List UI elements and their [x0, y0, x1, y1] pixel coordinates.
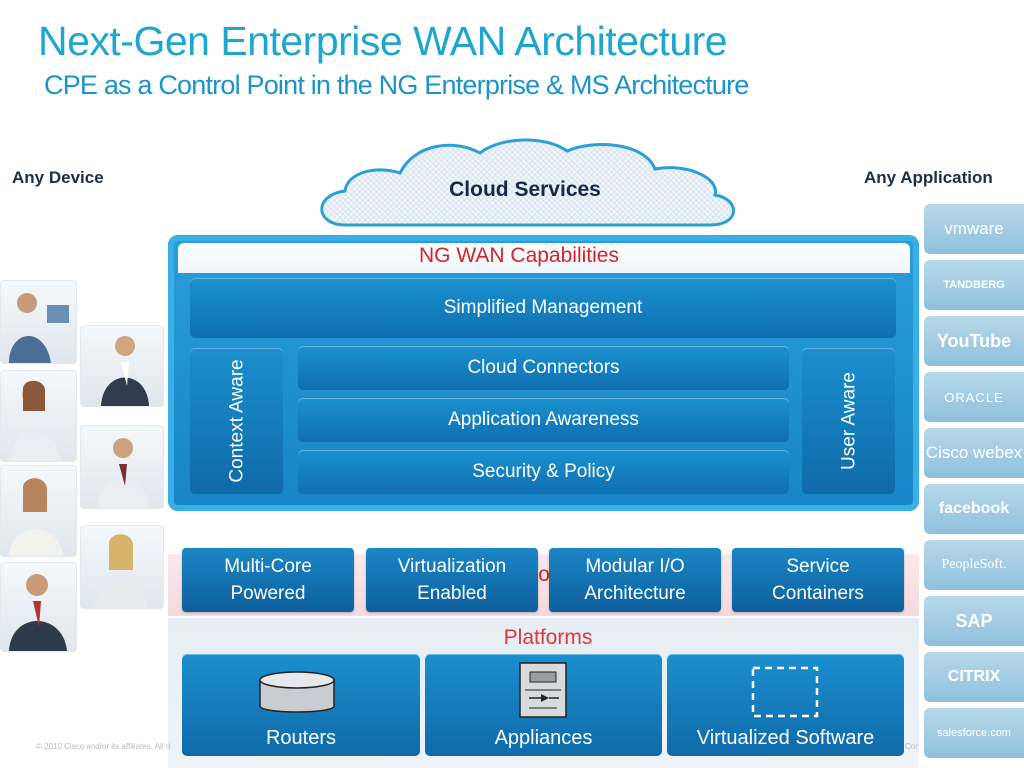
multi-core-powered-box: Multi-Core Powered: [182, 548, 354, 612]
application-logo-column: vmware TANDBERG YouTube ORACLE Cisco web…: [924, 200, 1024, 768]
webex-logo: Cisco webex: [924, 428, 1024, 478]
security-policy-label: Security & Policy: [472, 461, 615, 482]
security-policy-bar: Security & Policy: [298, 450, 789, 494]
user-aware-label: User Aware: [838, 372, 859, 470]
person-photo: [0, 562, 77, 652]
routers-label: Routers: [265, 727, 337, 749]
person-photo: [80, 425, 164, 509]
modular-io-architecture-label: Modular I/O Architecture: [584, 556, 686, 604]
cloud-services-label: Cloud Services: [449, 178, 601, 201]
facebook-logo: facebook: [924, 484, 1024, 534]
simplified-management-label: Simplified Management: [443, 297, 643, 318]
router-icon: [259, 671, 335, 713]
multi-core-powered-label: Multi-Core Powered: [224, 556, 312, 604]
cloud-shape: [320, 138, 735, 227]
virtualized-software-box: Virtualized Software: [667, 654, 904, 756]
appliances-label: Appliances: [494, 727, 593, 749]
citrix-logo: CITRIX: [924, 652, 1024, 702]
peoplesoft-logo: PeopleSoft.: [924, 540, 1024, 590]
slide-title: Next-Gen Enterprise WAN Architecture: [38, 18, 728, 64]
application-awareness-label: Application Awareness: [448, 409, 639, 430]
ng-wan-title: NG WAN Capabilities: [419, 244, 619, 267]
modular-io-architecture-box: Modular I/O Architecture: [549, 548, 721, 612]
device-people-collage: [0, 270, 170, 670]
oracle-logo: ORACLE: [924, 372, 1024, 422]
virtualized-software-label: Virtualized Software: [696, 727, 875, 749]
virtualization-enabled-label: Virtualization Enabled: [397, 556, 507, 604]
footer-fragment: Cor: [905, 742, 918, 751]
person-photo: [0, 465, 77, 557]
sap-logo: SAP: [924, 596, 1024, 646]
appliances-box: Appliances: [425, 654, 662, 756]
application-awareness-bar: Application Awareness: [298, 398, 789, 442]
context-aware-column: Context Aware: [190, 348, 283, 494]
person-photo: [0, 280, 77, 364]
cloud-connectors-bar: Cloud Connectors: [298, 346, 789, 390]
context-aware-label: Context Aware: [226, 359, 247, 483]
any-application-label: Any Application: [864, 168, 993, 187]
any-device-label: Any Device: [12, 168, 104, 187]
platforms-title: Platforms: [503, 626, 593, 649]
ng-wan-header-strip: [178, 243, 910, 273]
person-photo: [0, 370, 77, 462]
slide-subtitle: CPE as a Control Point in the NG Enterpr…: [44, 70, 749, 100]
youtube-logo: YouTube: [924, 316, 1024, 366]
salesforce-logo: salesforce.com: [924, 708, 1024, 758]
user-aware-column: User Aware: [802, 348, 895, 494]
routers-box: Routers: [182, 654, 420, 756]
person-photo: [80, 325, 164, 407]
virtualization-enabled-box: Virtualization Enabled: [366, 548, 538, 612]
tandberg-logo: TANDBERG: [924, 260, 1024, 310]
copyright-footer: © 2010 Cisco and/or its affiliates. All …: [36, 742, 171, 751]
appliance-icon: [519, 662, 567, 718]
vmware-logo: vmware: [924, 204, 1024, 254]
virtual-box-icon: [751, 666, 819, 718]
service-containers-label: Service Containers: [772, 556, 864, 604]
service-containers-box: Service Containers: [732, 548, 904, 612]
simplified-management-bar: Simplified Management: [190, 278, 896, 338]
person-photo: [80, 525, 164, 609]
cloud-connectors-label: Cloud Connectors: [467, 357, 620, 378]
